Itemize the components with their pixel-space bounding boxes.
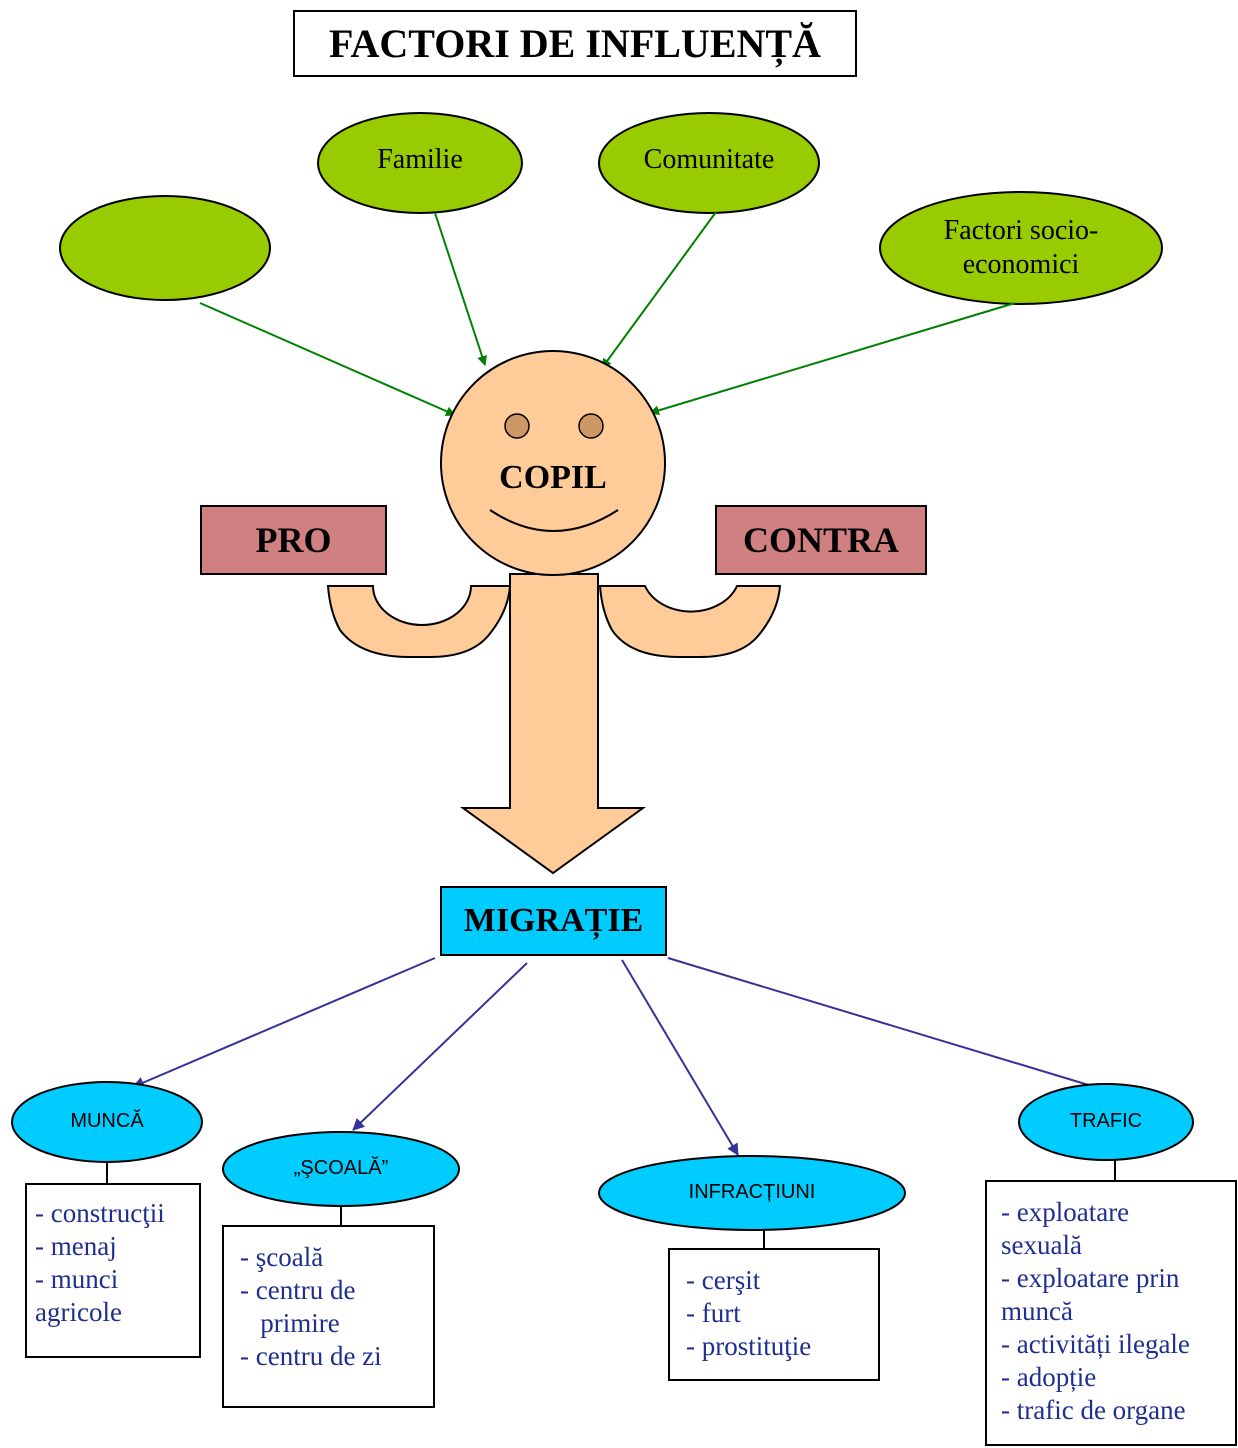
factor-label-comunitate: Comunitate <box>643 144 775 175</box>
list-item: - construcţii <box>35 1198 165 1228</box>
list-item: primire <box>240 1308 340 1338</box>
child-label: COPIL <box>499 459 607 496</box>
dest-arrow-munca <box>132 957 436 1089</box>
factor-oval-familie <box>317 112 523 214</box>
list-item: sexuală <box>1001 1230 1082 1260</box>
factor-oval-socio <box>879 191 1163 305</box>
list-item: - prostituţie <box>686 1331 812 1361</box>
factor-arrow-blank <box>199 302 456 416</box>
left-eye <box>504 413 530 439</box>
list-item: - trafic de organe <box>1001 1395 1186 1425</box>
list-munca: - construcţii - menaj - munci agricole <box>25 1183 201 1358</box>
migration-box: MIGRAȚIE <box>440 886 667 956</box>
list-item: - activități ilegale <box>1001 1329 1190 1359</box>
list-item: - centru de zi <box>240 1341 382 1371</box>
list-item: - exploatare prin <box>1001 1263 1180 1293</box>
list-item: agricole <box>35 1297 122 1327</box>
list-item: - exploatare <box>1001 1197 1130 1227</box>
list-item: - adopție <box>1001 1362 1097 1392</box>
factor-label-socio: Factori socio- economici <box>882 214 1160 282</box>
contra-box: CONTRA <box>715 505 927 575</box>
right-arm <box>598 585 782 658</box>
list-infractiuni: - cerşit - furt - prostituţie <box>668 1248 880 1381</box>
factor-arrow-familie <box>434 212 487 366</box>
smile <box>489 509 619 532</box>
dest-oval-trafic <box>1018 1083 1194 1161</box>
left-arm <box>326 585 512 658</box>
dest-arrow-trafic <box>667 957 1116 1096</box>
list-item: - şcoală <box>240 1242 324 1272</box>
list-item: - menaj <box>35 1231 117 1261</box>
page-title: FACTORI DE INFLUENȚĂ <box>293 10 857 77</box>
list-item: - cerşit <box>686 1265 761 1295</box>
right-eye <box>578 413 604 439</box>
list-item: - furt <box>686 1298 741 1328</box>
factor-oval-comunitate <box>598 112 820 214</box>
dest-label-infractiuni: INFRACȚIUNI <box>688 1181 816 1203</box>
dest-arrow-scoala <box>352 962 528 1131</box>
factor-arrow-socio <box>649 302 1016 416</box>
list-trafic: - exploatare sexuală - exploatare prin m… <box>985 1180 1237 1446</box>
list-item: - munci <box>35 1264 119 1294</box>
factor-arrow-comunitate <box>601 211 717 369</box>
factor-oval-blank <box>59 195 271 301</box>
pro-box: PRO <box>200 505 387 575</box>
dest-arrow-infractiuni <box>621 959 739 1156</box>
dest-label-scoala: „ŞCOALĂ” <box>293 1157 389 1179</box>
dest-label-trafic: TRAFIC <box>1069 1110 1143 1132</box>
factor-label-familie: Familie <box>377 144 463 175</box>
child-head <box>440 350 666 576</box>
factor-label-socio-line1: Factori socio- <box>943 215 1099 246</box>
factor-label-socio-line2: economici <box>962 249 1080 280</box>
dest-label-munca: MUNCĂ <box>70 1110 144 1132</box>
body-arrow <box>459 573 647 875</box>
list-item: - centru de <box>240 1275 356 1305</box>
list-scoala: - şcoală - centru de primire - centru de… <box>222 1225 435 1408</box>
list-item: muncă <box>1001 1296 1073 1326</box>
dest-oval-infractiuni <box>598 1155 906 1231</box>
